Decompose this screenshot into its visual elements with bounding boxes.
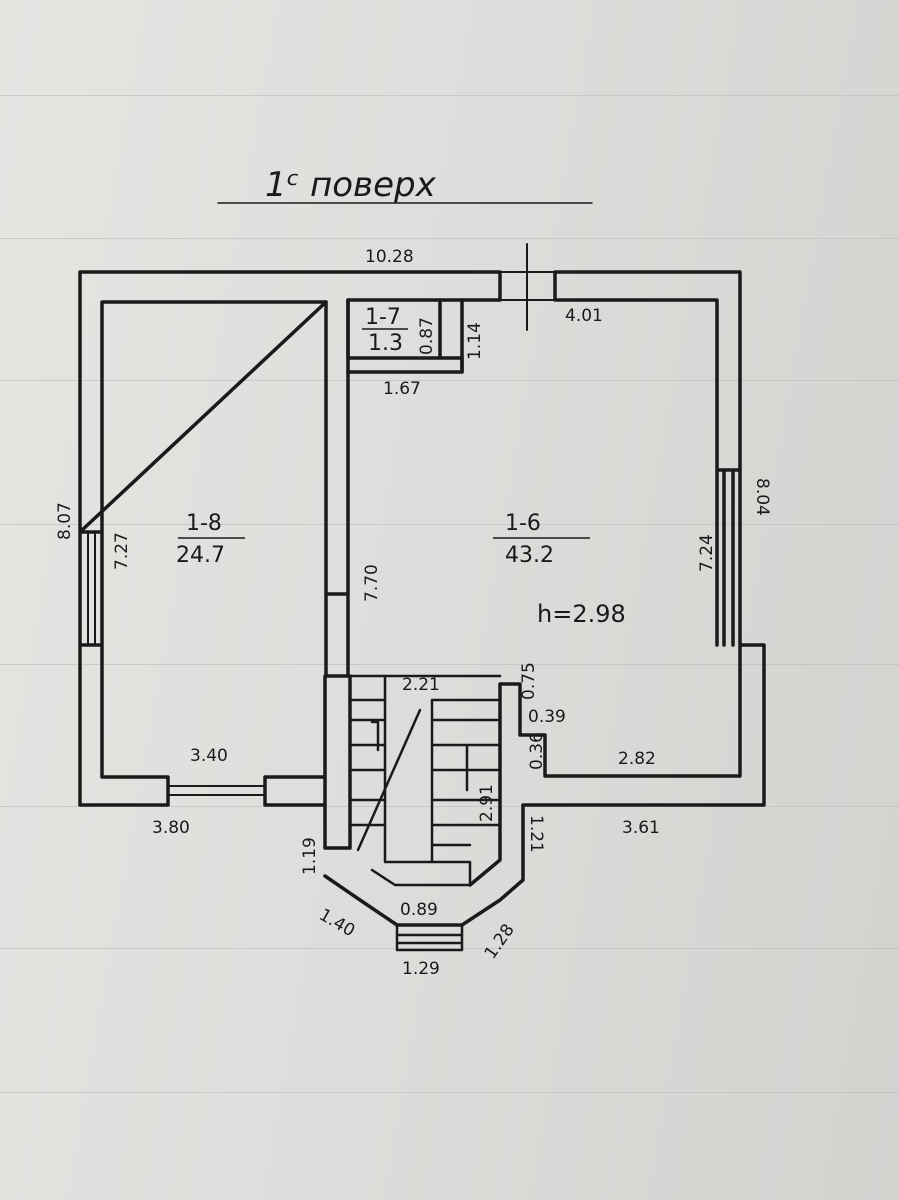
paper-rule: [0, 380, 899, 381]
dim-mid-wall: 7.70: [362, 564, 382, 602]
paper-rule: [0, 1092, 899, 1093]
dim-step-a: 0.75: [519, 662, 539, 700]
window-left: [87, 531, 96, 646]
room-1-6-id: 1-6: [505, 511, 541, 536]
room-1-7-area: 1.3: [368, 331, 403, 356]
closet-1-7-wall: [346, 298, 464, 374]
dim-top-total: 10.28: [365, 247, 414, 267]
dim-porch-right: 1.21: [526, 815, 546, 853]
paper-rule: [0, 948, 899, 949]
dim-stair-length: 2.91: [477, 784, 497, 822]
dim-closet-h1: 0.87: [417, 317, 437, 355]
dim-left-inner: 7.27: [112, 532, 132, 570]
dim-top-right: 4.01: [565, 306, 603, 326]
paper-rule: [0, 238, 899, 239]
page-title: 1ᶜ поверх: [265, 165, 437, 205]
staircase: [348, 674, 502, 887]
dim-right-outer: 8.04: [752, 478, 772, 516]
dim-stair-width: 2.21: [402, 675, 440, 695]
room-1-7-id: 1-7: [365, 305, 401, 330]
paper-rule: [0, 95, 899, 96]
dim-room-6-bottom: 2.82: [618, 749, 656, 769]
outer-wall-right: [323, 270, 766, 927]
dim-porch-inner: 0.89: [400, 900, 438, 920]
room-1-6-area: 43.2: [505, 543, 554, 568]
window-bottom: [167, 785, 266, 796]
ceiling-height: h=2.98: [537, 600, 626, 628]
dim-right-inner: 7.24: [697, 534, 717, 572]
dim-left-outer: 8.07: [55, 502, 75, 540]
paper-rule: [0, 806, 899, 807]
dim-porch-diag-left: 1.40: [316, 905, 359, 941]
porch-steps: [395, 923, 464, 952]
room-1-8-area: 24.7: [176, 543, 225, 568]
paper-rule: [0, 664, 899, 665]
dim-bottom-right: 3.61: [622, 818, 660, 838]
dim-room-8-width: 3.40: [190, 746, 228, 766]
dim-closet-width: 1.67: [383, 379, 421, 399]
dim-porch-diag-right: 1.28: [481, 920, 519, 962]
dim-step-c: 0.36: [527, 732, 547, 770]
paper-rule: [0, 524, 899, 525]
dim-bottom-left: 3.80: [152, 818, 190, 838]
dim-porch-left: 1.19: [300, 837, 320, 875]
dim-closet-h2: 1.14: [465, 322, 485, 360]
room-1-8-id: 1-8: [186, 511, 222, 536]
dim-porch-bottom: 1.29: [402, 959, 440, 979]
door-top: [499, 243, 556, 331]
room-1-8-wall: [324, 300, 350, 678]
dim-step-b: 0.39: [528, 707, 566, 727]
